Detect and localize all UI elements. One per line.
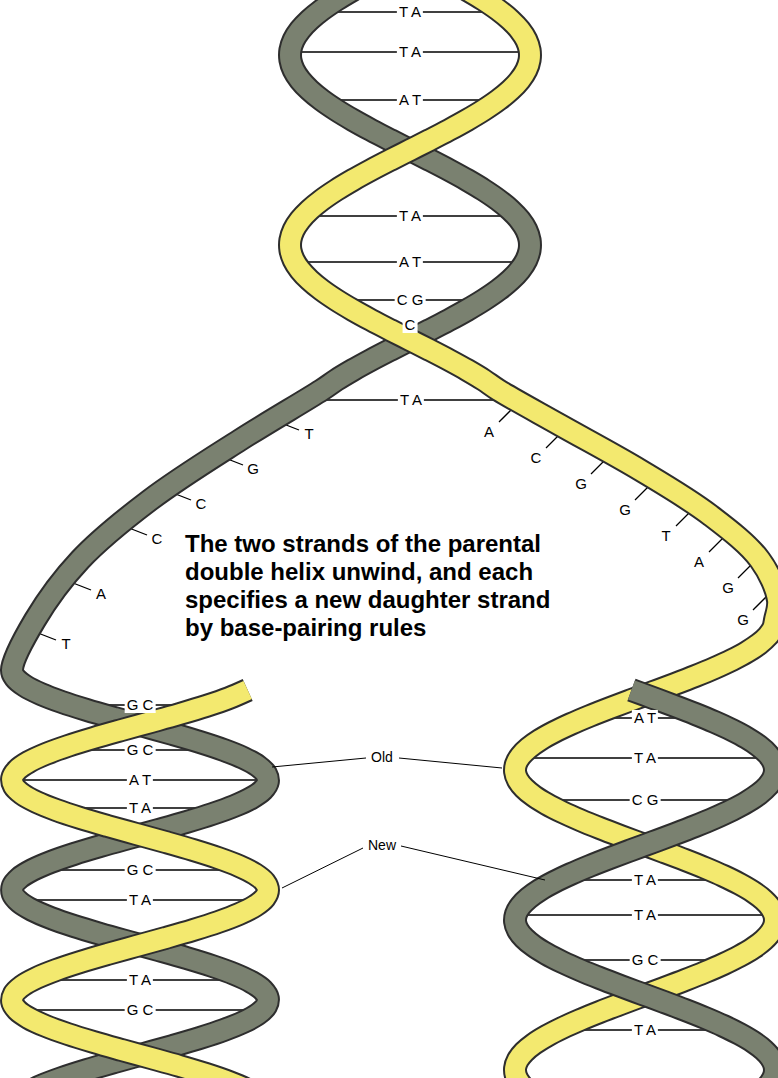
base-pair-label: T A xyxy=(632,1022,658,1038)
base-letter: G xyxy=(245,461,261,477)
base-pair-label: G C xyxy=(125,697,156,713)
base-pair-label: T A xyxy=(398,392,424,408)
daughter-strand xyxy=(515,690,775,1078)
leader-line xyxy=(399,758,502,768)
base-pair-label: T A xyxy=(127,800,153,816)
base-pair-label: T A xyxy=(632,907,658,923)
base-pair-label: C G xyxy=(395,292,426,308)
strand-outline xyxy=(515,690,775,1078)
base-letter: A xyxy=(94,586,108,602)
dna-strands xyxy=(12,0,778,1078)
base-pair-label: T A xyxy=(397,44,423,60)
leader-line xyxy=(282,848,363,888)
strand-ribbon xyxy=(515,690,775,1078)
strand-label: New xyxy=(366,837,398,853)
base-pair-label: G C xyxy=(630,952,661,968)
base-pair-label: A T xyxy=(127,772,153,788)
base-letter: T xyxy=(302,426,315,442)
leader-line xyxy=(272,758,366,767)
base-pair-label: T A xyxy=(632,750,658,766)
base-pair-label: T A xyxy=(397,208,423,224)
base-letter: A xyxy=(692,554,706,570)
base-pair-label: T A xyxy=(397,4,423,20)
base-letter: G xyxy=(617,502,633,518)
unpaired-base-stub xyxy=(38,633,56,640)
base-pair-label: A T xyxy=(632,710,658,726)
strand-label: Old xyxy=(369,749,395,765)
unpaired-base-stub xyxy=(73,583,91,590)
base-letter: G xyxy=(573,476,589,492)
base-letter: T xyxy=(659,528,672,544)
base-letter: T xyxy=(59,636,72,652)
base-pair-label: A T xyxy=(397,92,423,108)
base-pair-label: G C xyxy=(125,862,156,878)
base-pair-label: T A xyxy=(127,892,153,908)
base-letter: C xyxy=(150,531,165,547)
base-letter: C xyxy=(529,450,544,466)
base-letter: C xyxy=(194,496,209,512)
base-letter: G xyxy=(720,580,736,596)
daughter-strand xyxy=(12,690,268,1078)
base-pair-label: C xyxy=(403,317,418,333)
base-letter: G xyxy=(735,612,751,628)
leader-line xyxy=(401,846,545,880)
base-pair-label: T A xyxy=(127,972,153,988)
base-pair-label: A T xyxy=(397,254,423,270)
note-text: The two strands of the parental double h… xyxy=(185,530,585,642)
strand-outline xyxy=(12,690,268,1078)
strand-ribbon xyxy=(12,690,268,1078)
base-letter: A xyxy=(482,424,496,440)
leader-lines xyxy=(272,758,545,888)
base-pair-label: G C xyxy=(125,1002,156,1018)
base-pair-label: G C xyxy=(125,742,156,758)
base-pair-label: C G xyxy=(630,792,661,808)
base-pair-label: T A xyxy=(632,872,658,888)
